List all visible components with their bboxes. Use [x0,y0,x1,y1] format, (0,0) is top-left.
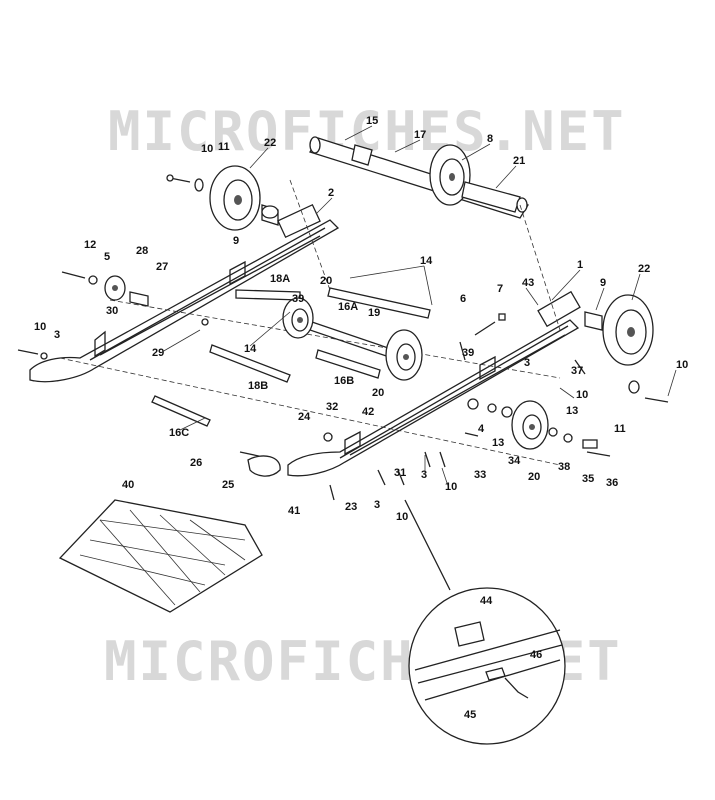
callout-27: 27 [156,261,168,273]
callout-35: 35 [582,473,594,485]
callout-28: 28 [136,245,148,257]
callout-10-left: 10 [34,321,46,333]
callout-20-low: 20 [528,471,540,483]
callout-41: 41 [288,505,300,517]
left-rear-wheel [166,165,279,231]
callout-18A: 18A [270,273,290,285]
callout-10-right: 10 [576,389,588,401]
callout-10-low: 10 [396,511,408,523]
callout-25: 25 [222,479,234,491]
right-rear-wheel [584,294,669,403]
callout-10-far: 10 [676,359,688,371]
callout-22-right: 22 [638,263,650,275]
callout-36: 36 [606,477,618,489]
callout-38: 38 [558,461,570,473]
callout-20-top: 20 [320,275,332,287]
callout-3-mid: 3 [421,469,427,481]
callout-17: 17 [414,129,426,141]
callout-5: 5 [104,251,110,263]
rear-axle-assembly [309,136,529,219]
callout-9-left: 9 [233,235,239,247]
callout-37: 37 [571,365,583,377]
callout-22-left: 22 [264,137,276,149]
callout-33: 33 [474,469,486,481]
callout-8: 8 [487,133,493,145]
callout-7: 7 [497,283,503,295]
callout-30: 30 [106,305,118,317]
callout-23: 23 [345,501,357,513]
callout-45: 45 [464,709,476,721]
callout-14-top: 14 [420,255,433,267]
callout-29: 29 [152,347,164,359]
callout-24: 24 [298,411,311,423]
callout-40: 40 [122,479,134,491]
leader-lines [161,125,677,487]
callout-31: 31 [394,467,406,479]
callout-12: 12 [84,239,96,251]
callout-1: 1 [577,259,583,271]
callout-9-right: 9 [600,277,606,289]
callout-19: 19 [368,307,380,319]
callout-18B: 18B [248,380,268,392]
callout-3-right: 3 [524,357,530,369]
callout-11-far: 11 [614,423,626,435]
callout-39-mid: 39 [462,347,474,359]
callout-20-mid: 20 [372,387,384,399]
mid-wheels [282,297,549,450]
callout-42: 42 [362,406,374,418]
callout-34: 34 [508,455,521,467]
right-rail [287,290,581,477]
callout-26: 26 [190,457,202,469]
callout-13-right: 13 [566,405,578,417]
callout-3-low: 3 [374,499,380,511]
callout-labels: 15 17 8 21 10 11 22 2 9 12 5 28 27 30 18… [34,115,688,721]
callout-13-left: 13 [492,437,504,449]
left-rail [29,203,340,383]
detail-inset [404,499,566,745]
callout-11-top: 11 [218,141,230,153]
callout-6: 6 [460,293,466,305]
callout-16C: 16C [169,427,189,439]
callout-44: 44 [480,595,493,607]
small-hardware [17,313,611,501]
callout-21: 21 [513,155,525,167]
callout-10-mid: 10 [445,481,457,493]
track [58,499,263,613]
callout-3-left: 3 [54,329,60,341]
callout-15: 15 [366,115,378,127]
callout-4: 4 [478,423,485,435]
callout-43: 43 [522,277,534,289]
callout-16B: 16B [334,375,354,387]
callout-2: 2 [328,187,334,199]
callout-32: 32 [326,401,338,413]
callout-10-top: 10 [201,143,213,155]
front-bushings [61,271,149,307]
callout-46: 46 [530,649,542,661]
callout-14-mid: 14 [244,343,257,355]
callout-16A: 16A [338,301,358,313]
callout-39-top: 39 [292,293,304,305]
